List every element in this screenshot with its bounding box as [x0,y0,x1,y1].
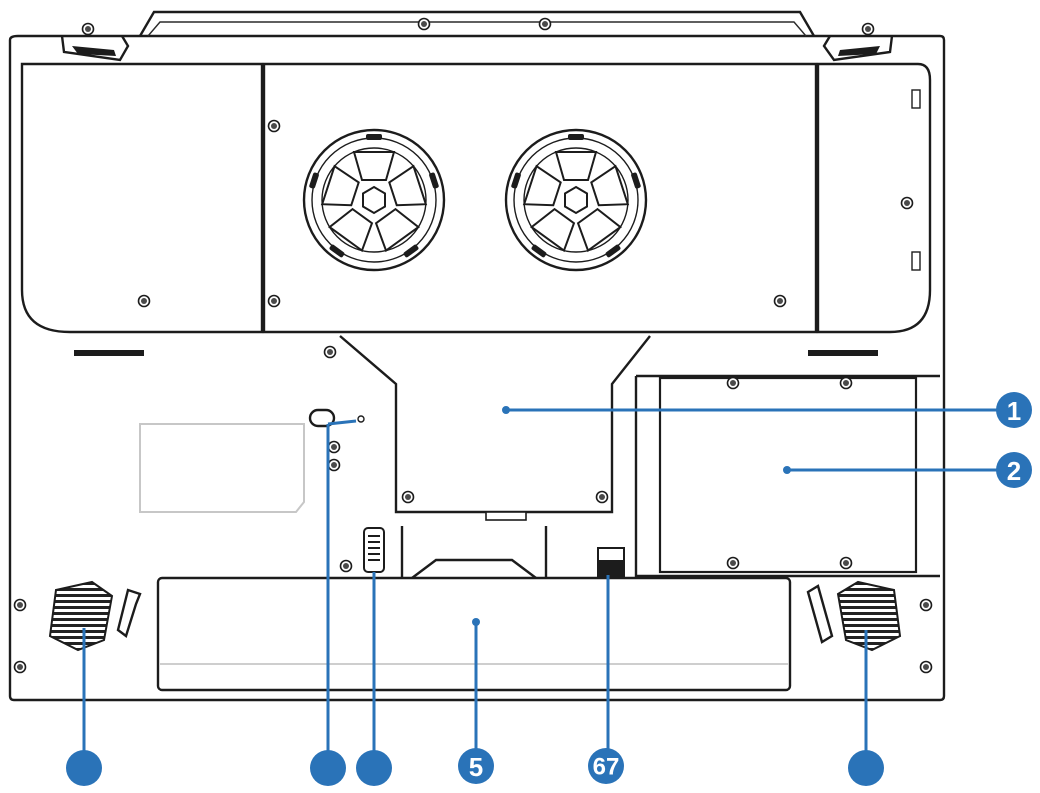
callout-67: 67 [588,748,624,784]
screw-icon [137,294,151,308]
callout-speaker-right [848,750,884,786]
screw-icon [919,660,933,674]
callout-speaker-left [66,750,102,786]
screw-icon [595,490,609,504]
vent-slot [808,350,878,356]
screw-icon [267,119,281,133]
screw-icon [339,559,353,573]
top-left-panel [20,62,264,334]
screw-icon [839,556,853,570]
vent-slot [74,350,144,356]
screw-icon [417,17,431,31]
screw-icon [81,22,95,36]
callout-lock [356,750,392,786]
callout-anchors [472,406,791,626]
callout-reset [310,750,346,786]
screw-icon [839,376,853,390]
speaker-grille-icon [836,580,902,652]
screw-icon [13,660,27,674]
svg-text:2: 2 [1007,456,1021,486]
battery-lock-icon [363,527,385,573]
speaker-latch-right [806,584,834,644]
screw-icon [327,458,341,472]
callout-1: 1 [996,392,1032,428]
screw-icon [726,376,740,390]
screw-icon [900,196,914,210]
callout-5: 5 [458,748,494,784]
fan-cover-panel [262,62,818,334]
screw-icon [13,598,27,612]
screw-icon [919,598,933,612]
screw-icon [773,294,787,308]
center-compartment [323,335,651,521]
battery-release-icon [597,547,625,577]
memory-compartment [634,374,940,578]
svg-text:1: 1 [1007,396,1021,426]
screw-icon [538,17,552,31]
label-plate [139,423,305,513]
screw-icon [323,345,337,359]
reset-hole-icon [308,408,365,428]
battery-pack [156,576,792,692]
fan-icon [302,128,446,272]
screw-icon [726,556,740,570]
fan-icon [504,128,648,272]
speaker-latch-left [116,588,142,638]
screw-icon [401,490,415,504]
callout-leaders [82,408,1000,755]
screw-icon [267,294,281,308]
svg-text:67: 67 [593,754,620,781]
screw-icon [861,22,875,36]
hinge-left [60,22,130,62]
svg-text:5: 5 [469,752,483,782]
callout-2: 2 [996,452,1032,488]
top-right-panel [816,62,932,334]
screw-icon [327,440,341,454]
speaker-grille-icon [48,580,114,652]
hinge-right [822,22,894,62]
chassis-outline [8,10,946,702]
